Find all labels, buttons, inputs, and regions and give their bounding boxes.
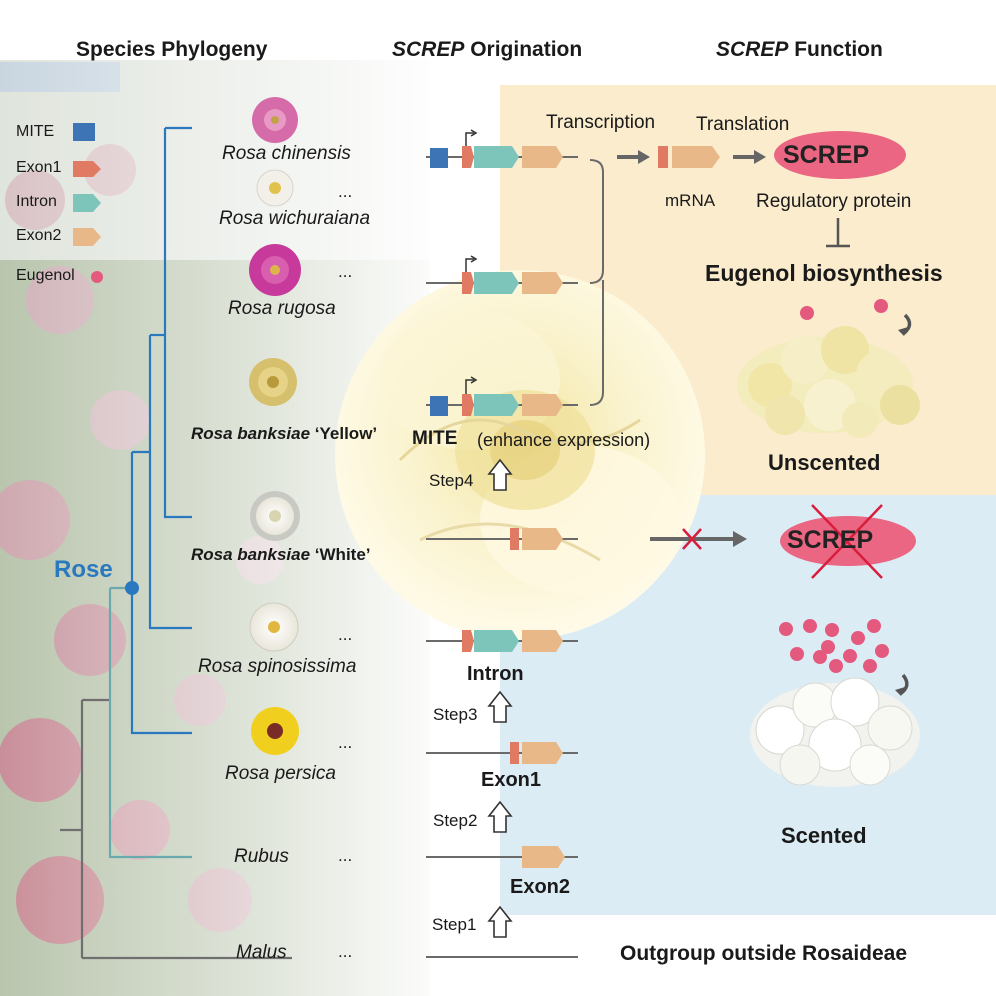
step-arrows [487,458,513,938]
eugenol-legend-icon [91,271,103,283]
ellipsis: ... [338,262,353,281]
unscented-label: Unscented [768,450,881,475]
ellipsis: ... [338,182,353,201]
rose-clade-node [125,581,139,595]
gene-row-rugosa [426,255,578,294]
ellipsis: ... [338,942,353,961]
legend-label-mite: MITE [16,123,55,140]
rosa-wichuraiana-flower [256,169,294,207]
mrna-exon1 [658,146,668,168]
rosa-chinensis-flower [252,97,298,143]
gene-row-chinensis [426,129,578,168]
step4-label: Step4 [429,471,474,490]
ellipsis: ... [338,625,353,644]
species-malus: Malus [236,942,287,963]
rosa-banksiae-yellow-flower [249,358,297,406]
eugenol-biosynthesis-label: Eugenol biosynthesis [705,260,943,286]
eugenol-dots-scented [779,619,889,673]
mrna-exon2 [672,146,720,168]
species-rosa-banksiae-yellow: Rosa banksiae ‘Yellow’ [191,424,378,443]
species-phylogeny-header: Species Phylogeny [76,38,268,61]
white-flower-cluster [750,677,920,787]
exon1-label: Exon1 [481,769,542,791]
phylogeny-rose-clade-branches [130,126,192,735]
step2-arrow [487,800,513,833]
rosa-spinosissima-flower [249,602,299,652]
flower-thumbnails [249,97,301,755]
scented-label: Scented [781,823,867,848]
outgroup-label: Outgroup outside Rosaideae [620,942,908,965]
transcription-label: Transcription [546,112,656,133]
species-rosa-spinosissima: Rosa spinosissima [198,656,357,677]
regulatory-protein-label: Regulatory protein [756,191,912,212]
step2-label: Step2 [433,811,478,830]
mite-note: (enhance expression) [477,430,651,450]
rosa-rugosa-flower [249,244,301,296]
intron-legend-icon [73,194,101,212]
screp-function-header: SCREP Function [716,38,883,61]
rosa-banksiae-white-flower [250,491,300,541]
step4-arrow [487,458,513,491]
rosa-persica-flower [251,707,299,755]
gene-row-rubus [426,846,578,868]
yellow-rose-image [335,270,705,640]
ellipsis: ... [338,733,353,752]
intron-label: Intron [467,663,524,685]
legend-label-eugenol: Eugenol [16,267,75,284]
screp-absent-label: SCREP [787,526,874,554]
gene-structures [426,129,578,958]
species-rosa-persica: Rosa persica [225,763,336,784]
species-rosa-banksiae-white: Rosa banksiae ‘White’ [191,545,371,564]
legend-shapes [73,123,103,283]
yellow-flower-cluster [737,326,920,438]
species-rubus: Rubus [234,846,289,867]
mrna-label: mRNA [665,191,716,210]
rose-clade-label: Rose [54,556,113,583]
gene-row-spinosissima [426,630,578,652]
legend-label-intron: Intron [16,193,57,210]
ellipsis: ... [338,846,353,865]
screp-origination-header: SCREP Origination [392,38,583,61]
mite-label: MITE [412,428,458,449]
species-rosa-wichuraiana: Rosa wichuraiana [219,208,371,229]
mite-legend-icon [73,123,95,141]
screp-oval [774,131,906,179]
step3-arrow [487,690,513,723]
gene-row-banksiae-white [426,528,578,550]
gene-row-banksiae-yellow [426,376,578,416]
function-flow [617,131,920,787]
gene-bracket [589,159,604,284]
translation-label: Translation [696,114,790,135]
species-rosa-rugosa: Rosa rugosa [228,298,336,319]
phylogeny-outgroup-branches [60,698,292,960]
exon1-legend-icon [73,161,101,177]
step1-arrow [487,905,513,938]
gene-row-persica [426,742,578,764]
legend-label-exon1: Exon1 [16,159,62,176]
exon2-legend-icon [73,228,101,246]
legend-label-exon2: Exon2 [16,227,62,244]
screp-label: SCREP [783,141,870,169]
step1-label: Step1 [432,915,477,934]
species-rosa-chinensis: Rosa chinensis [222,143,351,164]
step3-label: Step3 [433,705,478,724]
exon2-label: Exon2 [510,876,571,898]
